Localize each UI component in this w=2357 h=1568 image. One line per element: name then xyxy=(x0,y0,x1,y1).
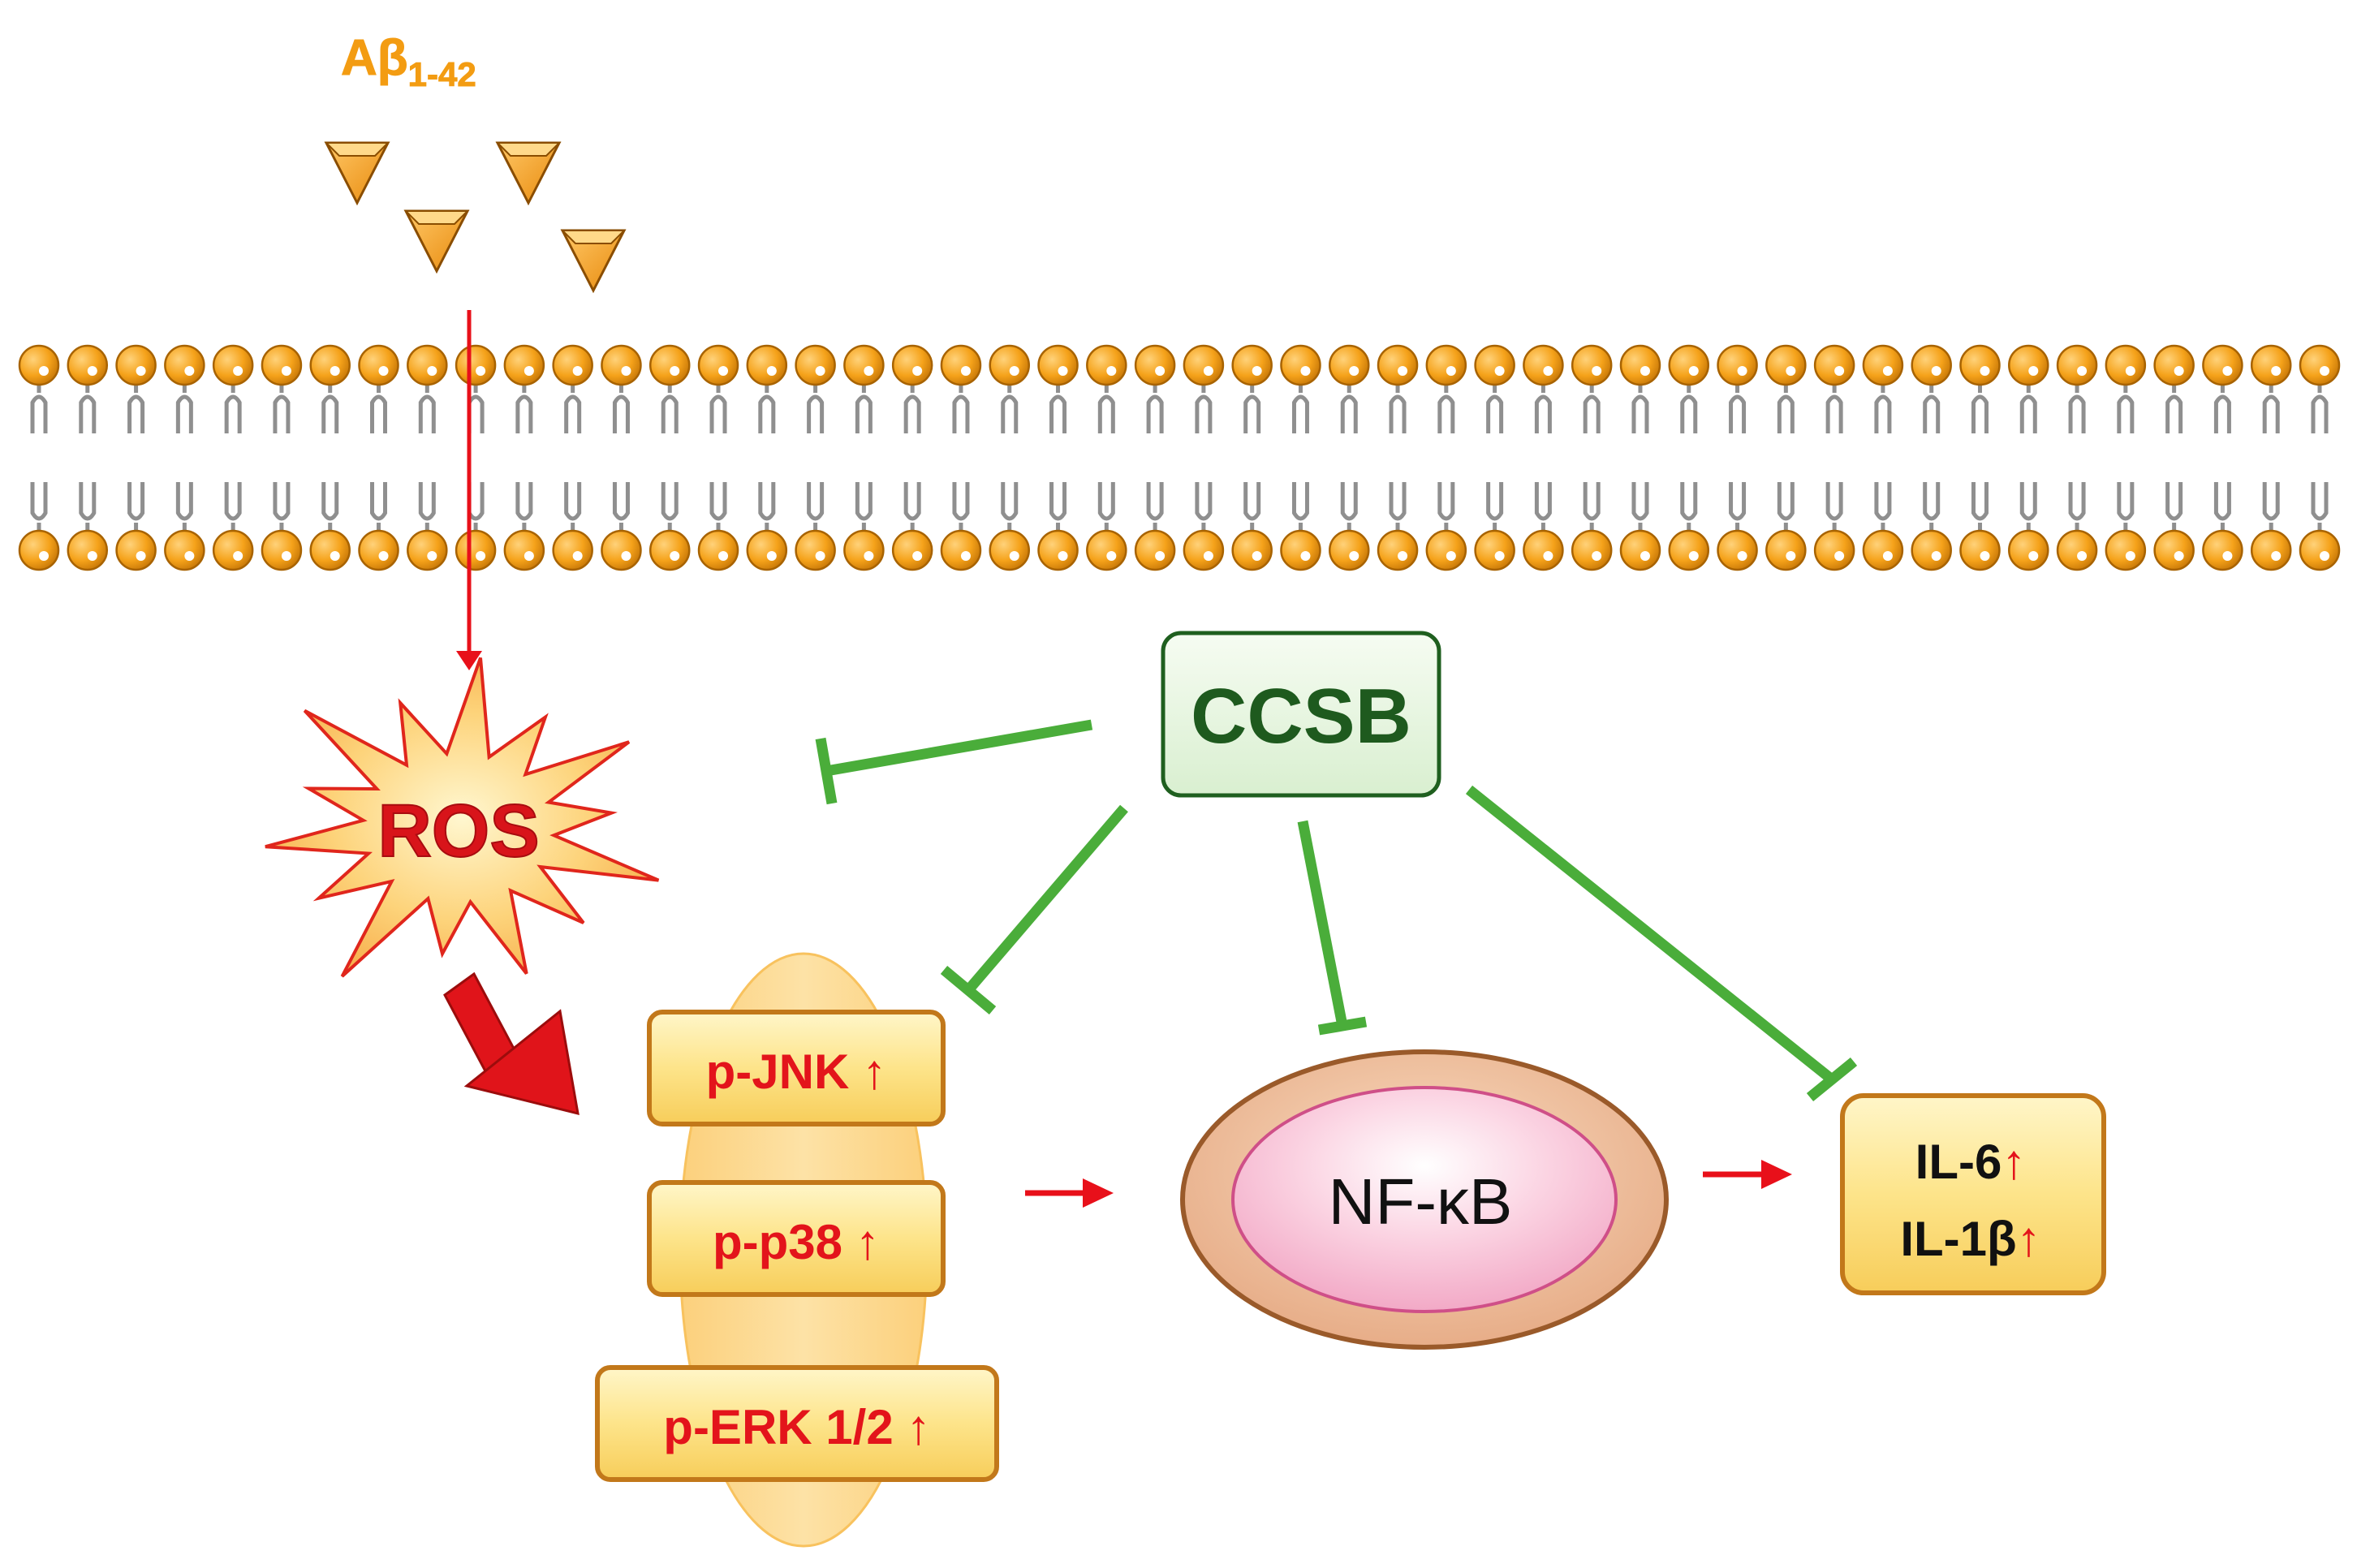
p-erk-label: p-ERK 1/2 xyxy=(663,1400,893,1454)
phospholipid xyxy=(1862,344,1904,571)
phospholipid xyxy=(648,344,691,571)
ccsb-label: CCSB xyxy=(1191,673,1411,760)
phospholipid xyxy=(407,344,448,571)
abeta-label: Aβ1-42 xyxy=(341,30,476,93)
abeta-peptide xyxy=(560,229,627,294)
svg-text:p-p38↑: p-p38↑ xyxy=(713,1215,880,1269)
phospholipid xyxy=(2056,344,2098,571)
phospholipid xyxy=(1619,344,1661,571)
phospholipid xyxy=(212,344,254,571)
svg-text:p-ERK 1/2↑: p-ERK 1/2 ↑ xyxy=(663,1400,930,1454)
phospholipid xyxy=(1717,344,1758,571)
phospholipid xyxy=(2008,344,2049,571)
phospholipid xyxy=(67,344,109,571)
svg-text:p-JNK↑: p-JNK↑ xyxy=(706,1045,887,1099)
phospholipid xyxy=(1329,344,1370,571)
il1b-up-arrow: ↑ xyxy=(2017,1212,2041,1266)
phospholipid xyxy=(989,344,1030,571)
inhibition-ccsb-cytokines xyxy=(1465,785,1858,1102)
phospholipid xyxy=(746,344,788,571)
ros-to-mapk-arrow xyxy=(443,971,580,1116)
phospholipid xyxy=(503,344,545,571)
phospholipid xyxy=(2105,344,2147,571)
p-p38-box: p-p38↑ xyxy=(647,1180,946,1297)
inhibition-ccsb-nfkb xyxy=(1297,820,1368,1036)
cytokines-box: IL-6↑ IL-1β↑ xyxy=(1840,1093,2106,1295)
p-jnk-label: p-JNK xyxy=(706,1045,850,1099)
p-erk-box: p-ERK 1/2 ↑ xyxy=(595,1365,999,1482)
abeta-peptides xyxy=(324,141,627,294)
phospholipid xyxy=(1183,344,1225,571)
p-p38-label: p-p38 xyxy=(713,1215,842,1269)
phospholipid xyxy=(1911,344,1952,571)
phospholipid xyxy=(552,344,593,571)
phospholipid xyxy=(1523,344,1564,571)
lipid-bilayer xyxy=(18,344,2341,571)
p-erk-up-arrow: ↑ xyxy=(907,1400,931,1454)
il6-label: IL-6 xyxy=(1915,1135,2002,1189)
phospholipid xyxy=(697,344,739,571)
phospholipid xyxy=(261,344,303,571)
phospholipid xyxy=(1765,344,1807,571)
phospholipid xyxy=(115,344,157,571)
inhibition-ccsb-ros xyxy=(815,719,1093,805)
phospholipid xyxy=(2250,344,2292,571)
p-jnk-up-arrow: ↑ xyxy=(862,1045,886,1099)
phospholipid xyxy=(843,344,885,571)
nfkb-node: NF-κB xyxy=(1180,1049,1669,1350)
ccsb-node: CCSB xyxy=(1161,631,1441,798)
p-p38-up-arrow: ↑ xyxy=(855,1215,880,1269)
mapk-to-nfkb-arrow xyxy=(1025,1178,1114,1208)
phospholipid xyxy=(1668,344,1710,571)
ros-starburst: ROS xyxy=(265,657,660,978)
phospholipid xyxy=(1134,344,1176,571)
phospholipid xyxy=(1086,344,1127,571)
phospholipid xyxy=(1231,344,1273,571)
phospholipid xyxy=(1377,344,1419,571)
p-jnk-box: p-JNK↑ xyxy=(647,1010,946,1126)
phospholipid xyxy=(18,344,60,571)
svg-text:IL-1β↑: IL-1β↑ xyxy=(1900,1212,2040,1266)
phospholipid xyxy=(795,344,836,571)
nfkb-to-cytokines-arrow xyxy=(1703,1160,1792,1189)
phospholipid xyxy=(940,344,982,571)
phospholipid xyxy=(1474,344,1515,571)
phospholipid xyxy=(1571,344,1613,571)
phospholipid xyxy=(1037,344,1079,571)
nfkb-label: NF-κB xyxy=(1329,1165,1513,1238)
phospholipid xyxy=(1425,344,1467,571)
phospholipid xyxy=(2202,344,2243,571)
ros-label: ROS xyxy=(377,790,539,872)
il6-up-arrow: ↑ xyxy=(2002,1135,2026,1189)
phospholipid xyxy=(891,344,933,571)
abeta-to-ros-arrow xyxy=(456,310,482,670)
il1b-label: IL-1β xyxy=(1900,1212,2016,1266)
phospholipid xyxy=(164,344,205,571)
phospholipid xyxy=(455,344,497,571)
abeta-peptide xyxy=(324,141,390,206)
phospholipid xyxy=(1959,344,2001,571)
phospholipid xyxy=(2299,344,2341,571)
phospholipid xyxy=(601,344,642,571)
phospholipid xyxy=(2153,344,2195,571)
abeta-peptide xyxy=(495,141,562,206)
phospholipid xyxy=(309,344,351,571)
phospholipid xyxy=(1813,344,1855,571)
phospholipid xyxy=(1280,344,1321,571)
svg-text:IL-6↑: IL-6↑ xyxy=(1915,1135,2027,1189)
phospholipid xyxy=(358,344,399,571)
abeta-peptide xyxy=(403,209,470,274)
inhibition-ccsb-mapk xyxy=(940,804,1128,1014)
